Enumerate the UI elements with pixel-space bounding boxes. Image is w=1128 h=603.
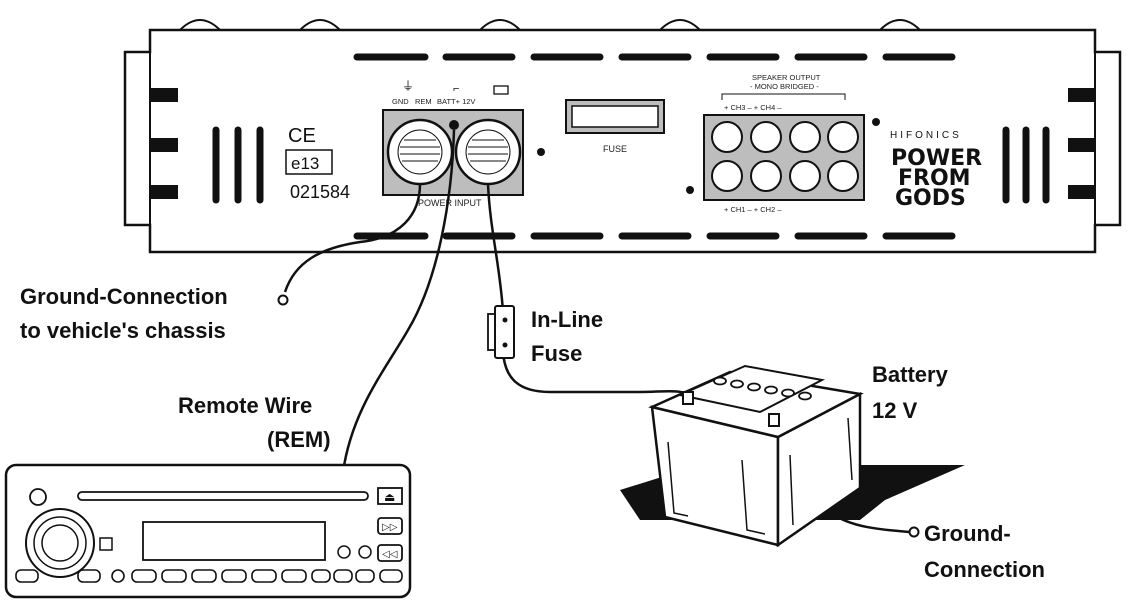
power-knob-icon <box>29 488 47 506</box>
remote-wire-label-line1: Remote Wire <box>178 393 312 418</box>
ground-battery-label-line1: Ground- <box>924 521 1011 546</box>
prev-track-button <box>377 544 403 562</box>
remote-wire-label-line2: (REM) <box>267 427 331 452</box>
amplifier: CE e13 021584 ⏚ ⌐ GND REM BATT+ 12V POWE… <box>123 19 1122 254</box>
inline-fuse-label-line2: Fuse <box>531 341 582 366</box>
battery-positive-terminal <box>682 391 694 405</box>
brand-slogan-line1: POWER <box>891 146 982 171</box>
battery-caps <box>713 376 812 401</box>
rem-terminal <box>449 120 459 130</box>
power-input-panel: ⏚ ⌐ GND REM BATT+ 12V POWER INPUT <box>382 79 545 208</box>
battery-label-line1: Battery <box>872 362 949 387</box>
terminal-label-rem: REM <box>415 97 432 106</box>
head-unit-display <box>142 521 326 561</box>
battery <box>620 364 965 548</box>
eject-icon: ⏏ <box>384 490 395 504</box>
ce-mark: CE <box>288 125 316 147</box>
fuse-label: FUSE <box>603 144 627 154</box>
terminal-label-batt: BATT+ 12V <box>437 97 475 106</box>
terminal-label-gnd: GND <box>392 97 409 106</box>
battery-symbol-icon <box>493 85 509 95</box>
brand-slogan-line3: GODS <box>895 186 966 211</box>
remote-wire <box>341 129 456 473</box>
speaker-output-panel: SPEAKER OUTPUT - MONO BRIDGED - + CH3 – … <box>686 73 880 214</box>
remote-symbol-icon: ⌐ <box>453 83 459 95</box>
amplifier-body <box>123 28 1122 254</box>
battery-negative-terminal <box>768 413 780 427</box>
e13-mark: e13 <box>291 154 319 173</box>
speaker-terminals <box>711 121 859 192</box>
power-input-label: POWER INPUT <box>418 198 482 208</box>
prev-track-icon: ◁◁ <box>382 549 398 560</box>
ground-chassis-label-line2: to vehicle's chassis <box>20 318 226 343</box>
heatsink-fins <box>150 88 1096 199</box>
power-wire-lower <box>501 351 692 399</box>
brand-name: HIFONICS <box>890 130 962 141</box>
next-track-icon: ▷▷ <box>382 522 398 533</box>
ground-symbol-icon: ⏚ <box>402 79 414 93</box>
speaker-output-title: SPEAKER OUTPUT <box>752 73 821 82</box>
power-wire-upper <box>486 183 505 313</box>
ground-wire-amp <box>283 183 422 293</box>
ground-chassis-label-line1: Ground-Connection <box>20 284 228 309</box>
approval-number: 021584 <box>290 182 350 202</box>
channels-top-label: + CH3 – + CH4 – <box>724 103 782 112</box>
chassis-ground-lug <box>277 294 289 306</box>
cd-slot <box>77 491 369 501</box>
vent-slots <box>212 53 1050 240</box>
speaker-output-subtitle: - MONO BRIDGED - <box>750 82 819 91</box>
inline-fuse <box>487 305 515 359</box>
channels-bottom-label: + CH1 – + CH2 – <box>724 205 782 214</box>
head-unit: ⏏ ▷▷ ◁◁ <box>4 463 412 599</box>
battery-ground-lug <box>908 526 920 538</box>
inline-fuse-label-line1: In-Line <box>531 307 603 332</box>
eject-button <box>377 487 403 505</box>
brand-slogan-line2: FROM <box>898 166 971 191</box>
next-track-button <box>377 517 403 535</box>
preset-buttons <box>15 569 403 583</box>
battery-label-line2: 12 V <box>872 398 918 423</box>
ground-battery-label-line2: Connection <box>924 557 1045 582</box>
